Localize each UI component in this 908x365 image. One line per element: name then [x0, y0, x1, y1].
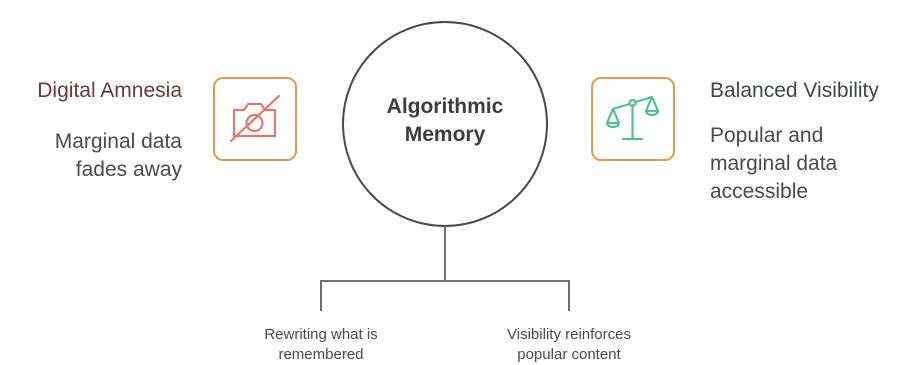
visibility-reinforces-label-line1: Visibility reinforces: [507, 326, 631, 343]
center-label: Algorithmic Memory: [346, 93, 544, 149]
digital-amnesia-desc: Marginal data fades away: [0, 128, 182, 184]
rewriting-label: Rewriting what is remembered: [231, 325, 411, 365]
balanced-visibility-desc-line3: accessible: [710, 180, 809, 203]
center-label-line1: Algorithmic: [386, 95, 504, 118]
digital-amnesia-title: Digital Amnesia: [37, 79, 182, 102]
camera-off-icon-box: [213, 77, 297, 161]
balanced-visibility-desc-line2: marginal data: [710, 152, 838, 175]
scales-icon: [605, 95, 660, 141]
digital-amnesia-desc-line2: fades away: [75, 158, 182, 181]
digital-amnesia-desc-line1: Marginal data: [54, 130, 182, 153]
balanced-visibility-title: Balanced Visibility: [710, 79, 879, 102]
scales-icon-box: [591, 77, 675, 161]
visibility-reinforces-label-line2: popular content: [517, 346, 621, 363]
center-label-line2: Memory: [404, 123, 486, 146]
balanced-visibility-desc-line1: Popular and: [710, 124, 824, 147]
camera-off-icon: [229, 94, 281, 143]
visibility-reinforces-label: Visibility reinforces popular content: [474, 325, 664, 365]
rewriting-label-line2: remembered: [278, 346, 364, 363]
rewriting-label-line1: Rewriting what is: [264, 326, 378, 343]
balanced-visibility-desc: Popular and marginal data accessible: [710, 122, 900, 206]
